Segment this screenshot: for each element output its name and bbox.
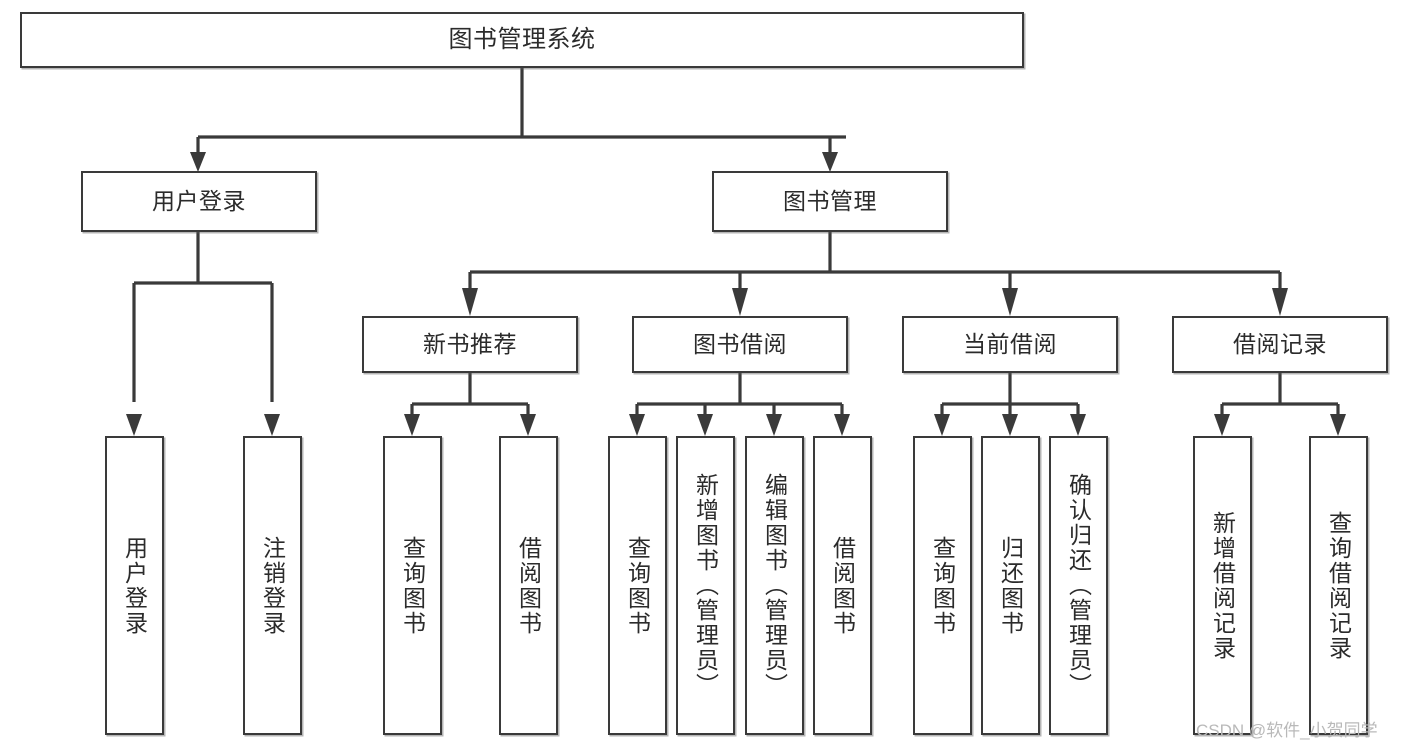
node-new-book-recommend-label: 新书推荐	[423, 330, 517, 357]
node-leaf-query-book-1[interactable]: 查询图书	[383, 436, 442, 735]
node-leaf-return-book-label: 归还图书	[997, 535, 1024, 636]
node-leaf-edit-book-label: 编辑图书（管理员）	[761, 473, 788, 698]
node-borrow-record-label: 借阅记录	[1233, 330, 1327, 357]
node-leaf-query-record[interactable]: 查询借阅记录	[1309, 436, 1368, 735]
node-leaf-query-book-2-label: 查询图书	[624, 535, 651, 636]
node-leaf-query-record-label: 查询借阅记录	[1325, 510, 1352, 661]
node-new-book-recommend[interactable]: 新书推荐	[362, 316, 578, 373]
node-root[interactable]: 图书管理系统	[20, 12, 1024, 68]
node-user-login-label: 用户登录	[152, 187, 246, 214]
node-current-borrow[interactable]: 当前借阅	[902, 316, 1118, 373]
node-leaf-return-book[interactable]: 归还图书	[981, 436, 1040, 735]
node-leaf-borrow-book-2[interactable]: 借阅图书	[813, 436, 872, 735]
node-leaf-query-book-1-label: 查询图书	[399, 535, 426, 636]
node-root-label: 图书管理系统	[448, 25, 596, 53]
node-leaf-logout[interactable]: 注销登录	[243, 436, 302, 735]
node-book-borrow[interactable]: 图书借阅	[632, 316, 848, 373]
node-leaf-query-book-3[interactable]: 查询图书	[913, 436, 972, 735]
node-leaf-logout-label: 注销登录	[259, 535, 286, 636]
node-book-manage[interactable]: 图书管理	[712, 171, 948, 232]
node-leaf-query-book-3-label: 查询图书	[929, 535, 956, 636]
node-leaf-confirm-return[interactable]: 确认归还（管理员）	[1049, 436, 1108, 735]
node-leaf-borrow-book-1-label: 借阅图书	[515, 535, 542, 636]
node-book-manage-label: 图书管理	[783, 187, 877, 214]
node-leaf-add-book-label: 新增图书（管理员）	[692, 473, 719, 698]
node-leaf-user-login-label: 用户登录	[121, 535, 148, 636]
node-leaf-add-record-label: 新增借阅记录	[1209, 510, 1236, 661]
csdn-watermark: CSDN @软件_小贺同学	[1196, 721, 1378, 740]
node-leaf-add-record[interactable]: 新增借阅记录	[1193, 436, 1252, 735]
node-leaf-query-book-2[interactable]: 查询图书	[608, 436, 667, 735]
node-borrow-record[interactable]: 借阅记录	[1172, 316, 1388, 373]
node-user-login[interactable]: 用户登录	[81, 171, 317, 232]
node-leaf-user-login[interactable]: 用户登录	[105, 436, 164, 735]
node-leaf-borrow-book-2-label: 借阅图书	[829, 535, 856, 636]
node-leaf-add-book[interactable]: 新增图书（管理员）	[676, 436, 735, 735]
node-leaf-edit-book[interactable]: 编辑图书（管理员）	[745, 436, 804, 735]
node-leaf-confirm-return-label: 确认归还（管理员）	[1065, 473, 1092, 698]
node-book-borrow-label: 图书借阅	[693, 330, 787, 357]
node-leaf-borrow-book-1[interactable]: 借阅图书	[499, 436, 558, 735]
node-current-borrow-label: 当前借阅	[963, 330, 1057, 357]
